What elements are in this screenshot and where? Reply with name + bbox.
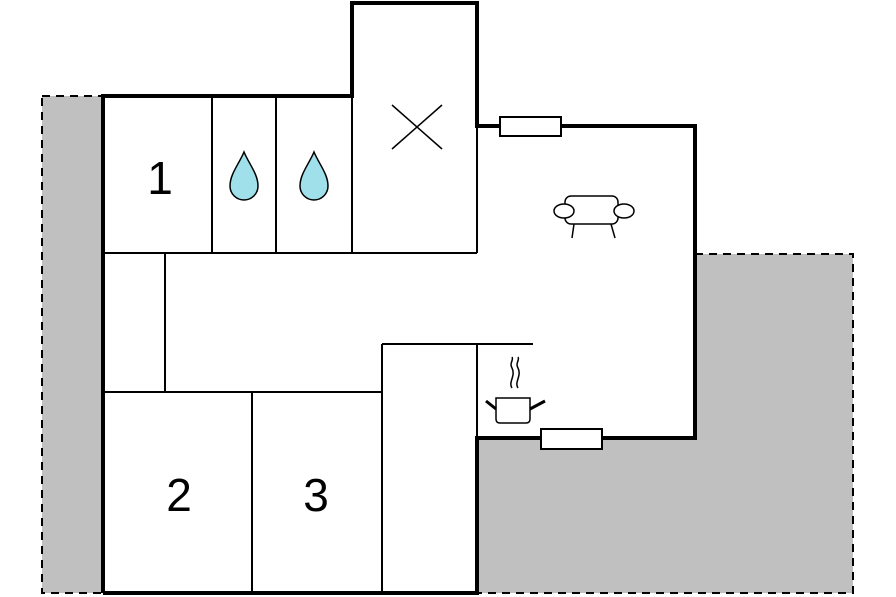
sofa-icon — [553, 195, 635, 239]
water-drop-icon — [299, 150, 329, 201]
window-icon — [499, 116, 562, 137]
cooking-pot-icon — [485, 356, 546, 424]
cross-icon — [391, 104, 443, 150]
outdoor-area-right — [477, 254, 853, 593]
outdoor-area-left — [41, 95, 104, 594]
outdoor-area-right-border — [477, 253, 854, 594]
room-label-1: 1 — [147, 152, 173, 204]
room-label-3: 3 — [303, 469, 329, 521]
interior-walls — [103, 96, 533, 593]
room-label-2: 2 — [166, 469, 192, 521]
window-icon — [540, 428, 603, 450]
water-drop-icon — [229, 150, 259, 201]
